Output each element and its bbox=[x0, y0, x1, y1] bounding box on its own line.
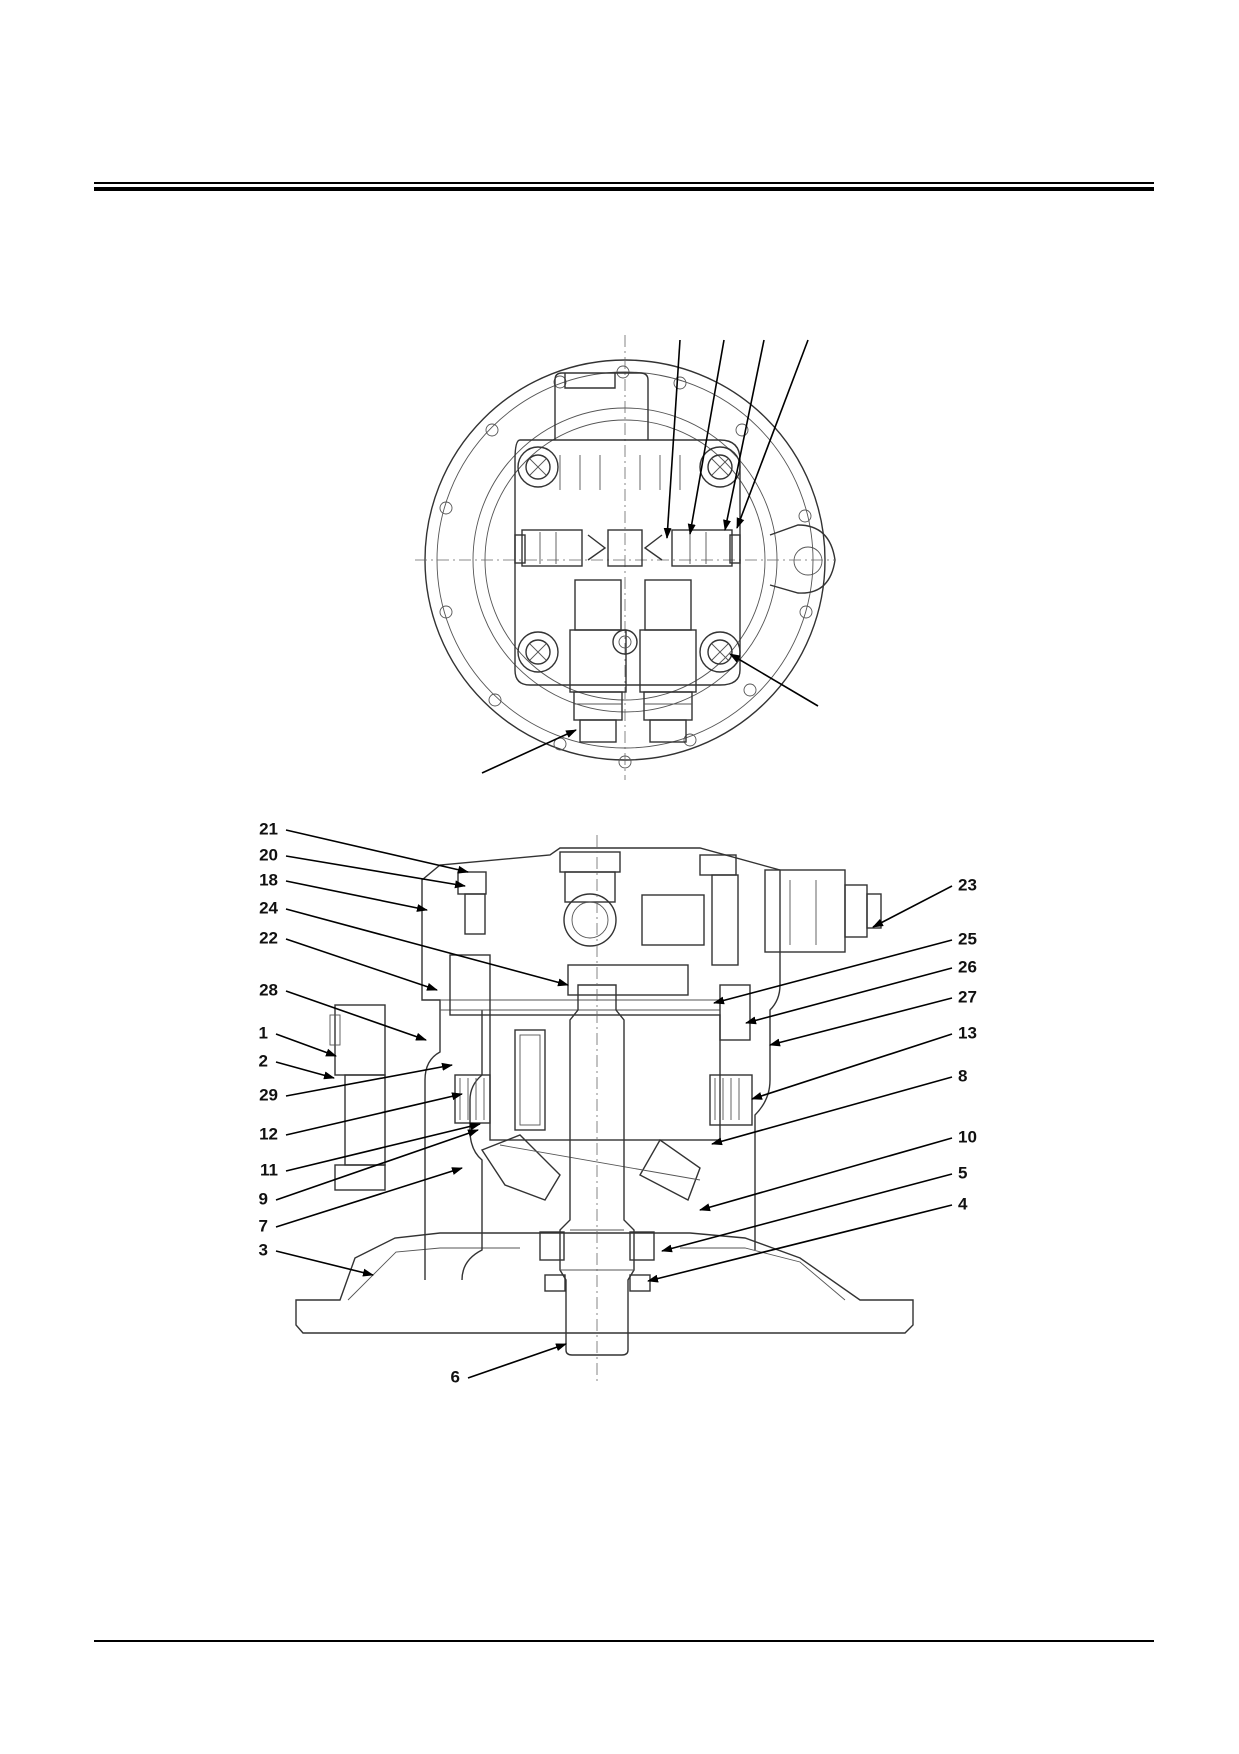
callout-leader bbox=[285, 829, 469, 874]
callout-number: 20 bbox=[259, 845, 278, 864]
callout-number: 4 bbox=[958, 1194, 968, 1213]
leader-top-b bbox=[687, 339, 725, 535]
callout-number: 9 bbox=[259, 1189, 268, 1208]
callout-number: 21 bbox=[259, 819, 278, 838]
callout-18: 18 bbox=[259, 870, 428, 912]
callout-3: 3 bbox=[259, 1240, 374, 1277]
callout-leader bbox=[285, 1122, 481, 1172]
callout-number: 11 bbox=[260, 1160, 278, 1179]
callout-27: 27 bbox=[769, 987, 977, 1047]
callout-leader bbox=[275, 1129, 479, 1201]
callout-12: 12 bbox=[259, 1092, 463, 1143]
callout-leader bbox=[467, 1343, 567, 1379]
callout-number: 1 bbox=[259, 1023, 268, 1042]
callout-leader bbox=[275, 1167, 463, 1228]
callout-1: 1 bbox=[259, 1023, 337, 1057]
callout-number: 23 bbox=[958, 875, 977, 894]
leader-top-f bbox=[481, 729, 577, 774]
callout-leader bbox=[275, 1061, 335, 1080]
callout-24: 24 bbox=[259, 898, 569, 987]
leader-top-c bbox=[723, 339, 765, 531]
leader-top-d bbox=[736, 339, 809, 529]
callout-26: 26 bbox=[745, 957, 977, 1025]
callout-number: 13 bbox=[958, 1023, 977, 1042]
callout-2: 2 bbox=[259, 1051, 335, 1080]
top-view-leaders bbox=[481, 339, 819, 774]
callout-leader bbox=[285, 1092, 463, 1136]
callout-number: 18 bbox=[259, 870, 278, 889]
callout-23: 23 bbox=[872, 875, 977, 928]
callout-8: 8 bbox=[711, 1066, 967, 1146]
callout-leader bbox=[661, 1173, 953, 1253]
callout-number: 10 bbox=[958, 1127, 977, 1146]
callout-leader bbox=[699, 1137, 953, 1212]
callout-leader bbox=[745, 967, 953, 1025]
section-view-drawing bbox=[295, 835, 914, 1385]
callout-leader bbox=[285, 908, 569, 987]
callout-leader bbox=[285, 938, 438, 991]
callout-number: 7 bbox=[259, 1216, 268, 1235]
callout-21: 21 bbox=[259, 819, 469, 874]
callout-number: 28 bbox=[259, 980, 278, 999]
callout-5: 5 bbox=[661, 1163, 967, 1253]
callout-7: 7 bbox=[259, 1167, 463, 1235]
header-rule-thin bbox=[94, 182, 1154, 184]
callout-number: 22 bbox=[259, 928, 278, 947]
callout-number: 24 bbox=[259, 898, 278, 917]
callout-13: 13 bbox=[751, 1023, 977, 1100]
callout-leader bbox=[275, 1250, 374, 1277]
callout-25: 25 bbox=[713, 929, 977, 1005]
footer-rule bbox=[94, 1640, 1154, 1642]
callout-leader bbox=[285, 990, 427, 1041]
callout-29: 29 bbox=[259, 1062, 453, 1104]
leader-top-e bbox=[729, 653, 819, 707]
callout-28: 28 bbox=[259, 980, 427, 1041]
callout-number: 25 bbox=[958, 929, 977, 948]
callout-9: 9 bbox=[259, 1129, 479, 1208]
callout-number: 8 bbox=[958, 1066, 967, 1085]
callout-leader bbox=[647, 1204, 953, 1283]
callout-leader bbox=[769, 997, 953, 1047]
callout-leader bbox=[285, 855, 466, 889]
callout-10: 10 bbox=[699, 1127, 977, 1212]
leader-top-a bbox=[663, 339, 681, 539]
callout-leader bbox=[872, 885, 953, 928]
header-rule-thick bbox=[94, 187, 1154, 191]
callout-number: 5 bbox=[958, 1163, 967, 1182]
callout-4: 4 bbox=[647, 1194, 968, 1283]
callout-leader bbox=[275, 1033, 337, 1057]
callout-11: 11 bbox=[260, 1122, 481, 1179]
callout-leader bbox=[285, 1062, 453, 1097]
callout-number: 27 bbox=[958, 987, 977, 1006]
top-view-drawing bbox=[415, 335, 836, 780]
callout-leader bbox=[751, 1033, 953, 1100]
callout-number: 12 bbox=[259, 1124, 278, 1143]
callout-number: 3 bbox=[259, 1240, 268, 1259]
callout-20: 20 bbox=[259, 845, 466, 889]
callout-leader bbox=[285, 880, 428, 912]
callout-22: 22 bbox=[259, 928, 438, 991]
callout-leader bbox=[711, 1076, 953, 1146]
callout-number: 6 bbox=[451, 1367, 460, 1386]
callout-number: 2 bbox=[259, 1051, 268, 1070]
callout-6: 6 bbox=[451, 1343, 567, 1386]
callout-number: 26 bbox=[958, 957, 977, 976]
callout-leader bbox=[713, 939, 953, 1005]
callout-number: 29 bbox=[259, 1085, 278, 1104]
